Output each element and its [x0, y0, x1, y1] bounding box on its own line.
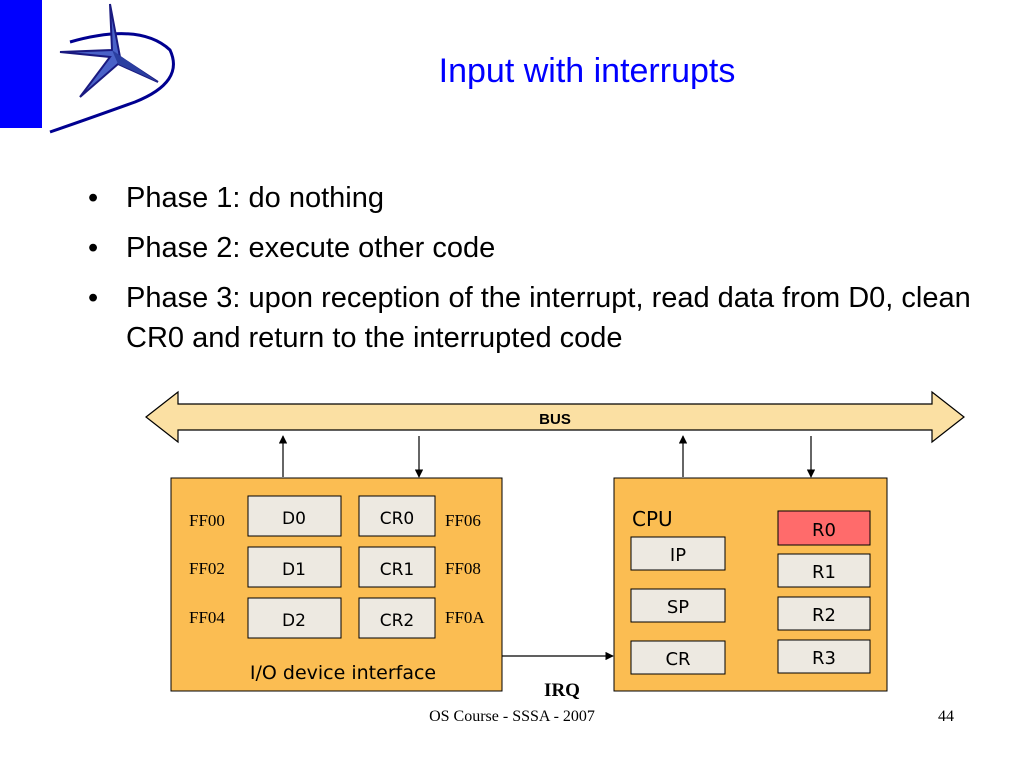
control-register-box: [358, 495, 436, 537]
footer-course: OS Course - SSSA - 2007: [429, 708, 595, 725]
data-register-box: [247, 495, 342, 537]
bus-label: BUS: [539, 411, 571, 428]
bullet-text: Phase 1: do nothing: [126, 182, 384, 214]
cpu-register-label: SP: [667, 597, 689, 618]
bullet-text: Phase 3: upon reception of the interrupt…: [126, 282, 971, 354]
io-address: FF00: [189, 511, 225, 530]
irq-label: IRQ: [544, 680, 580, 701]
data-register-label: D0: [282, 509, 306, 529]
footer-page-number: 44: [938, 708, 954, 725]
data-register-label: D1: [282, 560, 306, 580]
cpu-register-label: R3: [812, 648, 836, 669]
bus-arrow: [145, 390, 965, 444]
bullet-text: Phase 2: execute other code: [126, 232, 496, 264]
cpu-register-box: [777, 553, 871, 588]
control-register-label: CR0: [380, 509, 415, 529]
io-address: FF06: [445, 511, 481, 530]
side-bar: [0, 0, 42, 128]
data-register-box: [247, 546, 342, 588]
io-interface-label: I/O device interface: [250, 662, 436, 684]
cpu-register-box: [777, 596, 871, 631]
logo-icon: [49, 3, 175, 134]
cpu-register-label: R2: [812, 605, 836, 626]
data-register-label: D2: [282, 611, 306, 631]
cpu-register-box: [630, 536, 726, 571]
io-address: FF0A: [445, 608, 485, 627]
bullet-item: •Phase 3: upon reception of the interrup…: [88, 282, 971, 354]
cpu-register-label: R1: [812, 562, 836, 583]
io-address: FF04: [189, 608, 225, 627]
control-register-box: [358, 597, 436, 639]
cpu-register-label: IP: [670, 545, 686, 566]
cpu-register-r0-box: [777, 510, 871, 546]
cpu-register-label: CR: [665, 649, 690, 670]
bullet-item: •Phase 1: do nothing: [88, 182, 384, 214]
cpu-label: CPU: [632, 507, 673, 531]
io-address: FF02: [189, 559, 225, 578]
control-register-label: CR2: [380, 611, 415, 631]
cpu-register-box: [630, 588, 726, 623]
io-address: FF08: [445, 559, 481, 578]
cpu-register-label: R0: [812, 520, 836, 541]
data-register-box: [247, 597, 342, 639]
slide-title: Input with interrupts: [438, 52, 736, 90]
bullet-list: •Phase 1: do nothing •Phase 2: execute o…: [88, 178, 988, 368]
cpu-register-box: [630, 640, 726, 675]
control-register-label: CR1: [380, 560, 415, 580]
interrupt-diagram: BUS I/O device interface FF00 FF02 FF04 …: [145, 390, 965, 701]
bullet-item: •Phase 2: execute other code: [88, 232, 496, 264]
cpu-register-box: [777, 639, 871, 674]
control-register-box: [358, 546, 436, 588]
